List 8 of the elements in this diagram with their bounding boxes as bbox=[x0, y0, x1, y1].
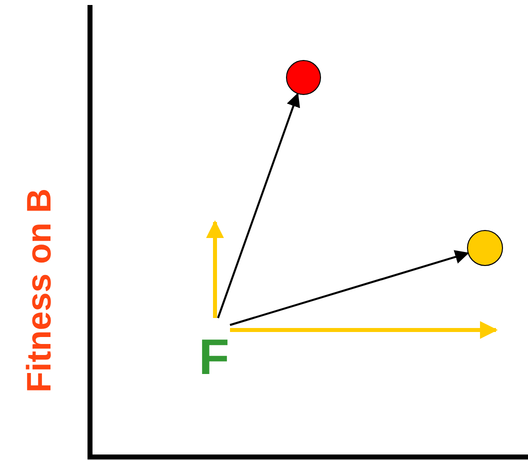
arrow bbox=[217, 92, 300, 318]
arrow bbox=[230, 321, 498, 339]
point-marker bbox=[467, 230, 503, 266]
arrow bbox=[206, 220, 224, 318]
arrow bbox=[230, 250, 470, 326]
point-label: F bbox=[198, 318, 230, 382]
axis-title: Fitness on B bbox=[20, 188, 60, 392]
point-marker bbox=[286, 60, 321, 95]
